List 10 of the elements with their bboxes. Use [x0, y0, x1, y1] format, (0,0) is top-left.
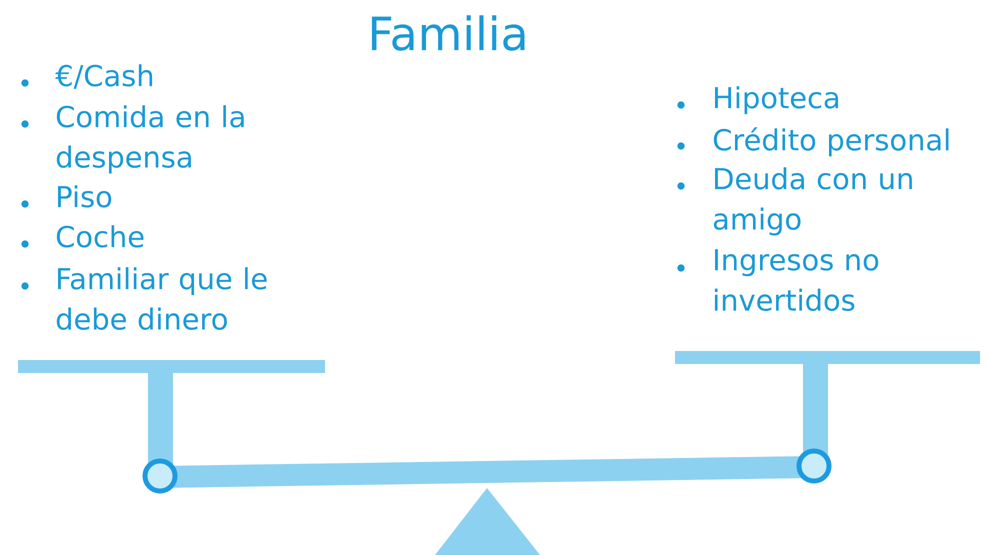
list-item: Deuda con un amigo	[714, 167, 912, 236]
list-item: Comida en la despensa	[56, 105, 244, 174]
list-item: Piso	[58, 185, 112, 208]
list-item: Coche	[56, 225, 144, 248]
list-item: Crédito personal	[714, 127, 948, 156]
list-item: €/Cash	[55, 64, 152, 89]
list-item: Familiar que le debe dinero	[56, 267, 267, 330]
list-item: Ingresos no invertidos	[714, 249, 878, 311]
list-item: Hipoteca	[715, 86, 838, 114]
title: Familia	[372, 15, 524, 51]
